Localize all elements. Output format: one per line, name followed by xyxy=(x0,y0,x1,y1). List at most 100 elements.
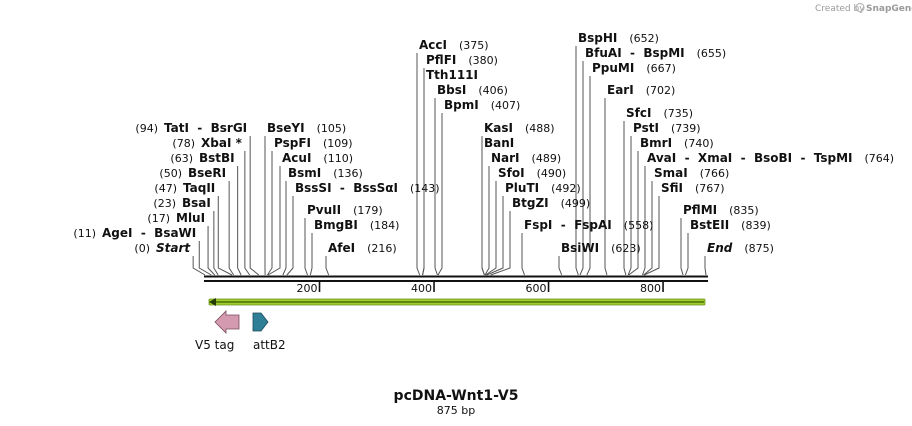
site-leader-eari xyxy=(604,98,608,276)
site-leader-end xyxy=(704,256,707,276)
site-position-bsssi-bsss-i: (143) xyxy=(410,182,440,195)
site-label-bstbi[interactable]: BstBI xyxy=(199,151,235,165)
site-leader-bsiwi xyxy=(558,256,563,276)
plasmid-size: 875 bp xyxy=(437,404,475,417)
v5-tag-feature-arrow[interactable] xyxy=(214,310,240,334)
site-leader-pflmi xyxy=(680,218,684,276)
site-leader-agei-bsawi xyxy=(198,241,212,276)
site-label-bmgbi[interactable]: BmgBI xyxy=(314,218,358,232)
site-position-bsphi: (652) xyxy=(629,32,659,45)
site-leader-taqii xyxy=(217,196,233,276)
site-leader-bsmi xyxy=(282,181,287,276)
site-leader-bfuai-bspmi xyxy=(579,61,584,276)
site-label-afei[interactable]: AfeI xyxy=(328,241,355,255)
site-label-bsssi-bsss-i[interactable]: BssSI - BssSαI xyxy=(295,181,398,195)
site-position-sfci: (735) xyxy=(663,107,693,120)
attb2-feature-arrow[interactable] xyxy=(252,312,269,332)
site-label-bbsi[interactable]: BbsI xyxy=(437,83,466,97)
site-label-fspi-fspai[interactable]: FspI - FspAI xyxy=(524,218,612,232)
site-label-tth111i[interactable]: Tth111I xyxy=(426,68,478,82)
restriction-site-labels: Start (0) AgeI - BsaWI (11) MluI (17) BsaI (23)… xyxy=(73,31,894,255)
site-label-eari[interactable]: EarI xyxy=(607,83,634,97)
site-position-start: (0) xyxy=(134,242,150,255)
site-label-acui[interactable]: AcuI xyxy=(282,151,311,165)
site-position-xbai: (78) xyxy=(172,137,195,150)
site-label-avai-xmai-bsobi-tspmi[interactable]: AvaI - XmaI - BsoBI - TspMI xyxy=(647,151,853,165)
site-leader-sfii xyxy=(643,196,660,276)
site-leader-pvuii xyxy=(304,218,308,276)
site-label-agei-bsawi[interactable]: AgeI - BsaWI xyxy=(102,226,196,240)
site-label-bsai[interactable]: BsaI xyxy=(182,196,211,210)
dna-backbone xyxy=(204,275,708,282)
site-position-pflfi: (380) xyxy=(468,54,498,67)
site-position-acui: (110) xyxy=(323,152,353,165)
site-position-bbsi: (406) xyxy=(478,84,508,97)
site-position-mlui: (17) xyxy=(147,212,170,225)
site-label-pspfi[interactable]: PspFI xyxy=(274,136,311,150)
site-leader-bmgbi xyxy=(309,233,313,276)
site-position-pvuii: (179) xyxy=(353,204,383,217)
site-position-eari: (702) xyxy=(646,84,676,97)
site-label-bpmi[interactable]: BpmI xyxy=(444,98,479,112)
site-leader-bbsi xyxy=(434,98,438,276)
site-label-bsmi[interactable]: BsmI xyxy=(288,166,321,180)
site-position-btgzi: (499) xyxy=(561,197,591,210)
snapgene-logo-icon xyxy=(855,2,865,13)
site-label-sfii[interactable]: SfiI xyxy=(661,181,683,195)
orf-bar xyxy=(208,298,706,306)
site-leader-afei xyxy=(325,256,330,276)
site-position-nari: (489) xyxy=(532,152,562,165)
site-position-bmri: (740) xyxy=(684,137,714,150)
site-label-start[interactable]: Start xyxy=(156,241,191,255)
site-position-bsiwi: (623) xyxy=(611,242,641,255)
site-leader-bsteii xyxy=(684,233,689,276)
site-label-tati-bsrgi[interactable]: TatI - BsrGI xyxy=(164,121,247,135)
site-label-pflmi[interactable]: PflMI xyxy=(683,203,717,217)
site-label-bmri[interactable]: BmrI xyxy=(640,136,672,150)
axis-tick-label-200: 200 xyxy=(297,282,318,295)
site-label-bsiwi[interactable]: BsiWI xyxy=(561,241,599,255)
site-leader-pspfi xyxy=(266,151,273,276)
site-leader-mlui xyxy=(207,226,216,276)
site-position-bsai: (23) xyxy=(153,197,176,210)
site-label-bfuai-bspmi[interactable]: BfuAI - BspMI xyxy=(585,46,685,60)
axis-tick-label-800: 800 xyxy=(640,282,661,295)
site-label-nari[interactable]: NarI xyxy=(491,151,520,165)
site-label-sfoi[interactable]: SfoI xyxy=(498,166,525,180)
site-label-pflfi[interactable]: PflFI xyxy=(426,53,456,67)
axis-tick-label-600: 600 xyxy=(526,282,547,295)
site-leader-bstbi xyxy=(237,166,242,276)
credit-text: Created by xyxy=(815,4,865,14)
site-leader-smai xyxy=(643,181,653,276)
site-label-bani[interactable]: BanI xyxy=(484,136,514,150)
site-label-acci[interactable]: AccI xyxy=(419,38,447,52)
site-position-smai: (766) xyxy=(700,167,730,180)
site-position-agei-bsawi: (11) xyxy=(73,227,96,240)
site-leader-fspi-fspai xyxy=(521,233,525,276)
site-label-end[interactable]: End xyxy=(707,241,733,255)
site-leader-bani xyxy=(481,151,485,276)
site-label-xbai[interactable]: XbaI * xyxy=(201,136,243,150)
site-label-ppumi[interactable]: PpuMI xyxy=(592,61,634,75)
site-label-bsphi[interactable]: BspHI xyxy=(578,31,617,45)
site-label-bsteii[interactable]: BstEII xyxy=(690,218,729,232)
site-label-bseri[interactable]: BseRI xyxy=(188,166,226,180)
site-position-avai-xmai-bsobi-tspmi: (764) xyxy=(865,152,895,165)
site-label-taqii[interactable]: TaqII xyxy=(183,181,215,195)
site-label-kasi[interactable]: KasI xyxy=(484,121,513,135)
site-label-pluti[interactable]: PluTI xyxy=(505,181,539,195)
site-leader-bsai xyxy=(213,211,219,276)
site-leader-bsphi xyxy=(575,46,579,276)
site-label-psti[interactable]: PstI xyxy=(633,121,659,135)
site-leader-tati-bsrgi xyxy=(249,136,260,276)
site-label-pvuii[interactable]: PvuII xyxy=(307,203,341,217)
site-leader-acci xyxy=(416,53,421,276)
site-position-pluti: (492) xyxy=(551,182,581,195)
site-label-btgzi[interactable]: BtgZI xyxy=(512,196,549,210)
site-label-bseyi[interactable]: BseYI xyxy=(267,121,305,135)
site-label-mlui[interactable]: MluI xyxy=(176,211,205,225)
site-label-smai[interactable]: SmaI xyxy=(654,166,688,180)
site-position-acci: (375) xyxy=(459,39,489,52)
site-label-sfci[interactable]: SfcI xyxy=(626,106,651,120)
credit-brand: SnapGene xyxy=(866,4,912,14)
